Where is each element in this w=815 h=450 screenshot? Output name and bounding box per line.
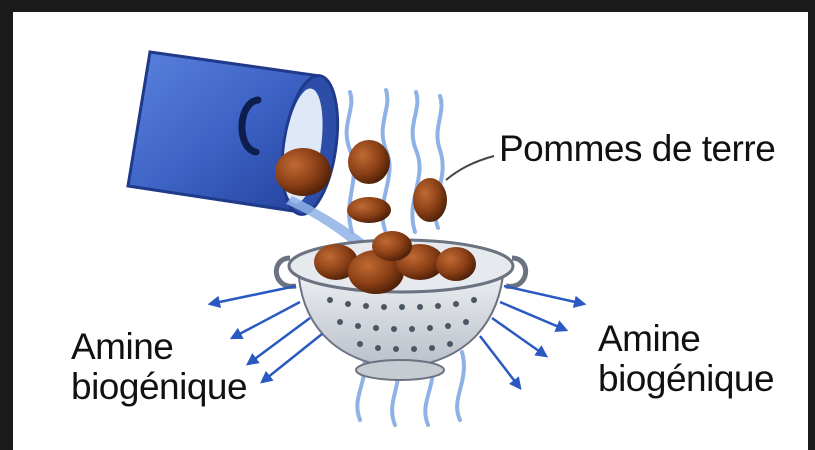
label-right-biogenic: biogénique (598, 358, 774, 400)
label-left-biogenic: biogénique (71, 366, 247, 408)
potato-leader-line (446, 156, 494, 180)
label-left-amine: Amine (71, 326, 173, 368)
label-potatoes: Pommes de terre (499, 128, 775, 170)
label-right-amine: Amine (598, 318, 700, 360)
